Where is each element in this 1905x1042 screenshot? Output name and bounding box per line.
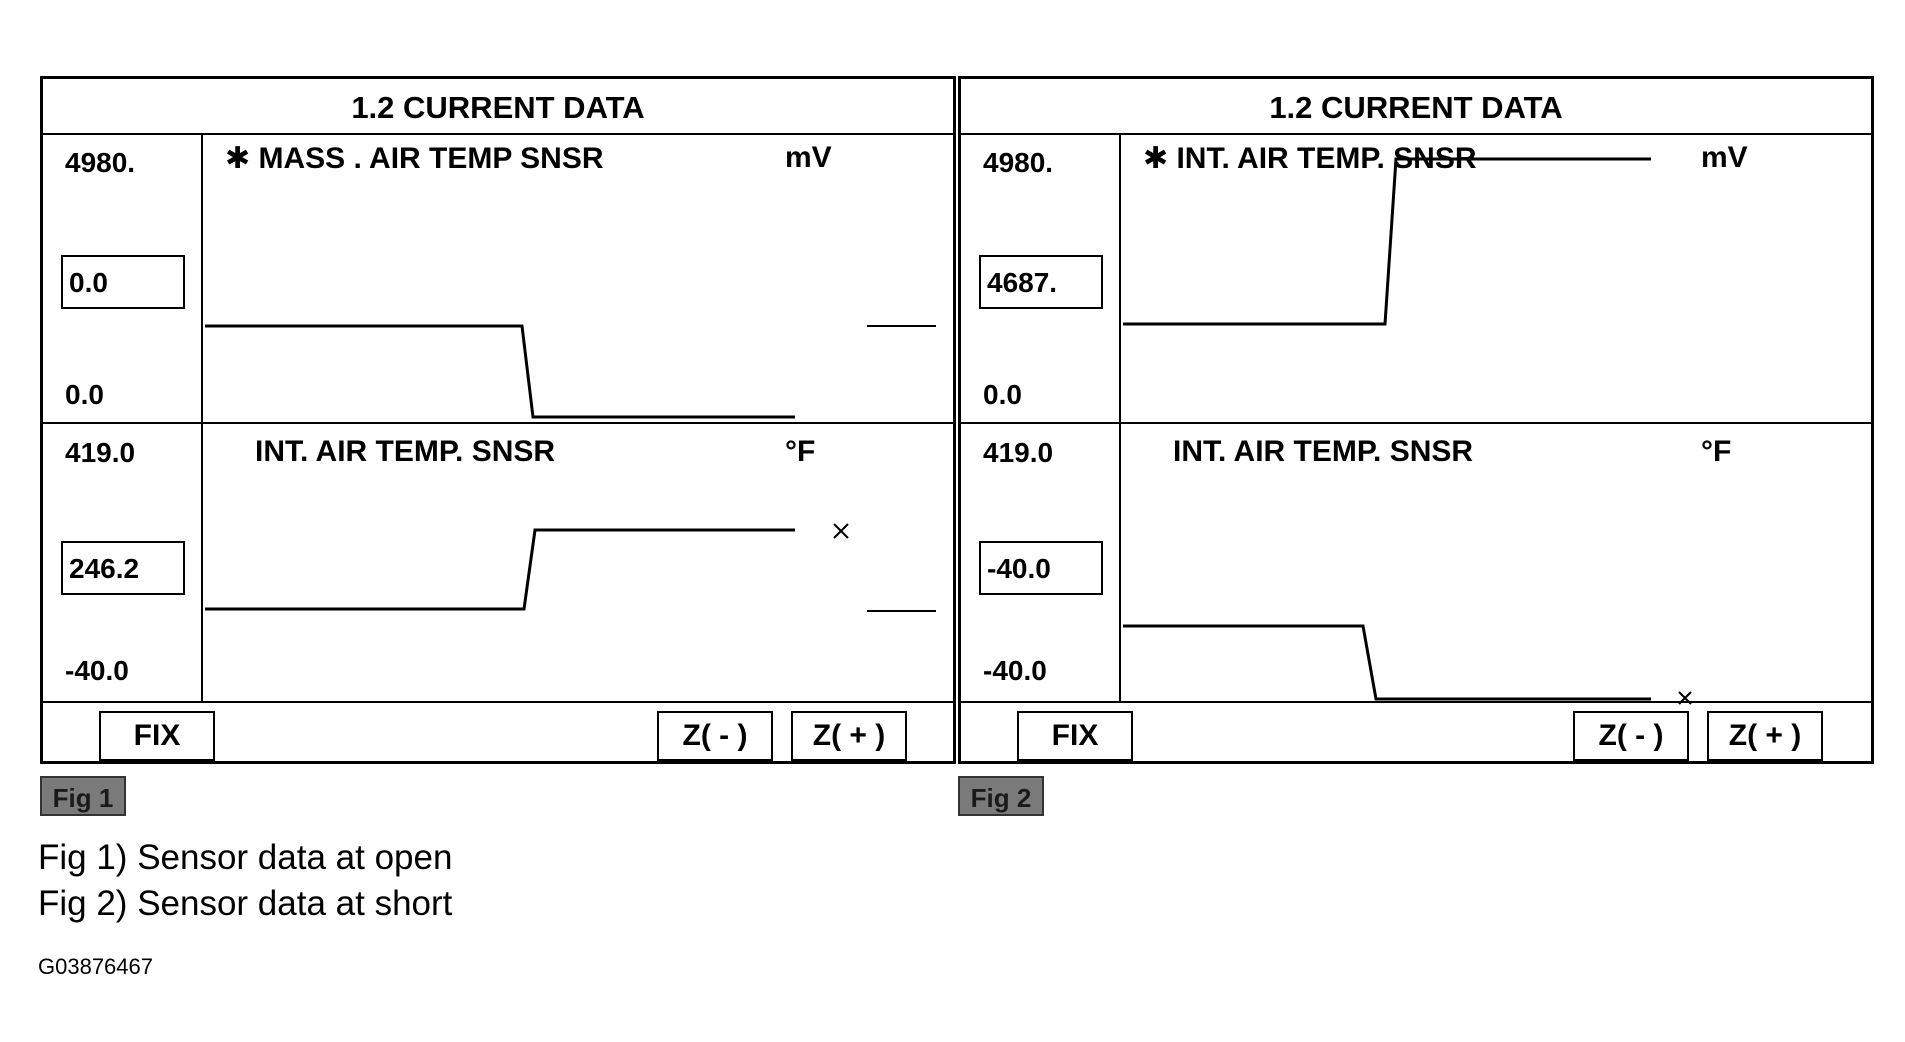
image-code: G03876467 [38,954,153,979]
bottom-graph-current-value: 246.2 [61,541,185,595]
scan-tool-panel-2: 1.2 CURRENT DATA 4980. 4687. 0.0 ✱ INT. … [958,76,1874,764]
caption-fig-2: Fig 2) Sensor data at short [38,884,453,923]
bottom-graph-min: -40.0 [65,655,129,686]
bottom-graph-trace [205,528,795,611]
signal-traces [205,324,936,612]
scan-tool-panel-1: 1.2 CURRENT DATA 4980. 0.0 0.0 ✱ MASS . … [40,76,956,764]
top-graph-sensor-name: ✱ MASS . AIR TEMP SNSR [225,142,604,175]
top-graph-unit: mV [785,141,832,174]
button-bar-divider [43,701,953,703]
axis-column [43,135,203,701]
fig-2-tag: Fig 2 [958,776,1044,816]
button-bar-divider [961,701,1871,703]
axis-column [961,135,1121,701]
top-graph-min: 0.0 [983,379,1022,410]
signal-traces [1123,157,1692,705]
top-graph-current-value: 4687. [979,255,1103,309]
graph-divider [43,422,953,424]
graph-divider [961,422,1871,424]
bottom-graph-current-value: -40.0 [979,541,1103,595]
fig-1-tag: Fig 1 [40,776,126,816]
bottom-graph-sensor-name: INT. AIR TEMP. SNSR [255,435,556,468]
bottom-graph-max: 419.0 [983,437,1054,468]
panel-title: 1.2 CURRENT DATA [961,79,1871,135]
top-graph-trace [205,324,795,419]
caption-fig-1: Fig 1) Sensor data at open [38,838,453,877]
bottom-graph-unit: °F [785,435,816,468]
bottom-graph-min: -40.0 [983,655,1047,686]
bottom-graph-trace [1123,624,1651,701]
bottom-graph-max: 419.0 [65,437,136,468]
top-graph-min: 0.0 [65,379,104,410]
zoom-in-button[interactable]: Z( + ) [1707,711,1823,761]
bottom-graph-sensor-name: INT. AIR TEMP. SNSR [1173,435,1474,468]
zoom-out-button[interactable]: Z( - ) [1573,711,1689,761]
panel-title: 1.2 CURRENT DATA [43,79,953,135]
zoom-out-button[interactable]: Z( - ) [657,711,773,761]
top-graph-max: 4980. [983,147,1054,178]
zoom-in-button[interactable]: Z( + ) [791,711,907,761]
top-graph-trace [1123,157,1651,326]
top-graph-current-value: 0.0 [61,255,185,309]
fix-button[interactable]: FIX [1017,711,1133,761]
cursor-x-icon [833,523,849,539]
top-graph-max: 4980. [65,147,136,178]
top-graph-unit: mV [1701,141,1748,174]
cursor-x-icon [1678,691,1692,705]
bottom-graph-unit: °F [1701,435,1732,468]
fix-button[interactable]: FIX [99,711,215,761]
